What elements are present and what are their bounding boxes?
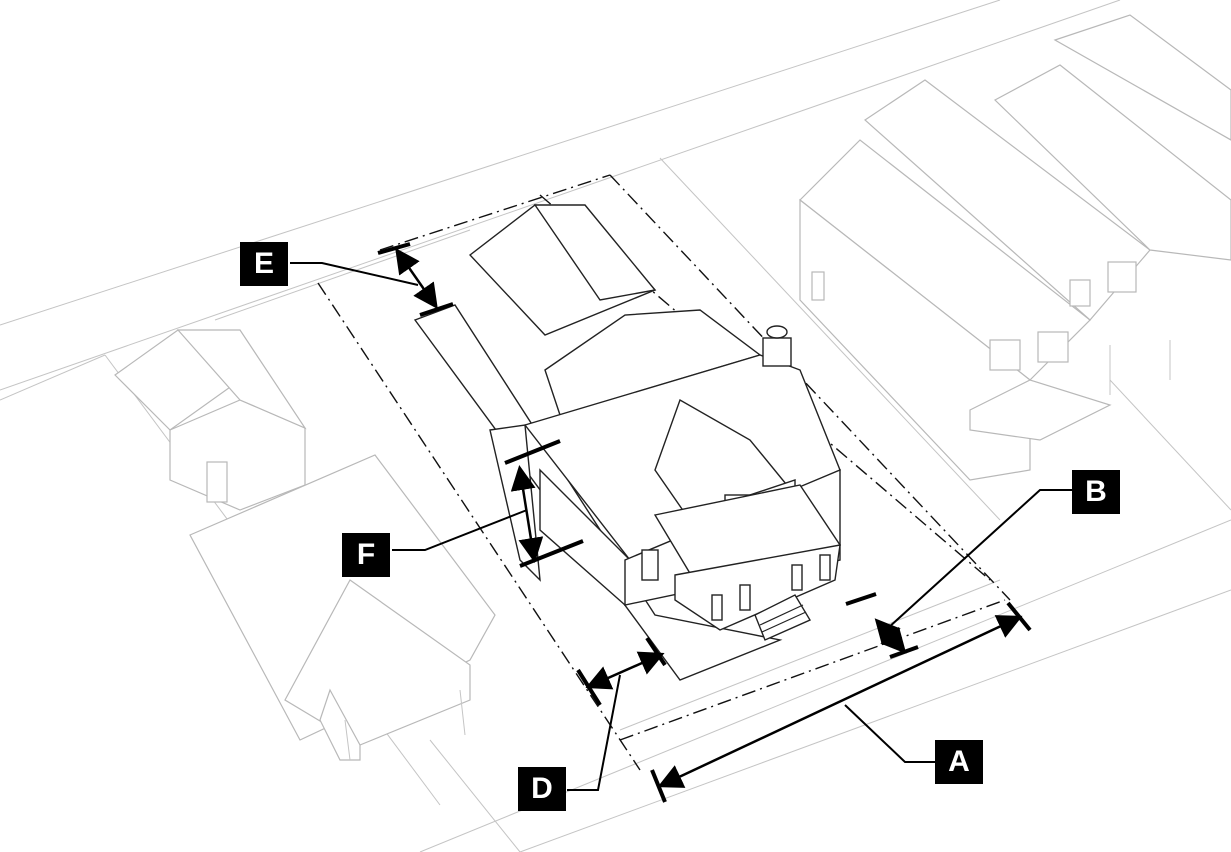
dimension-e — [290, 242, 454, 317]
label-e: E — [240, 242, 288, 286]
label-b: B — [1072, 470, 1120, 514]
label-f: F — [342, 533, 390, 577]
neighbor-house-left — [189, 454, 496, 761]
dimension-a — [650, 601, 1032, 803]
dimension-b — [845, 489, 1072, 659]
label-d: D — [518, 767, 566, 811]
dimension-f — [392, 439, 584, 568]
neighbor-garage-left — [114, 329, 307, 511]
neighbor-rowhouses-right — [799, 14, 1231, 481]
dimension-d — [567, 636, 667, 791]
label-a: A — [935, 740, 983, 784]
